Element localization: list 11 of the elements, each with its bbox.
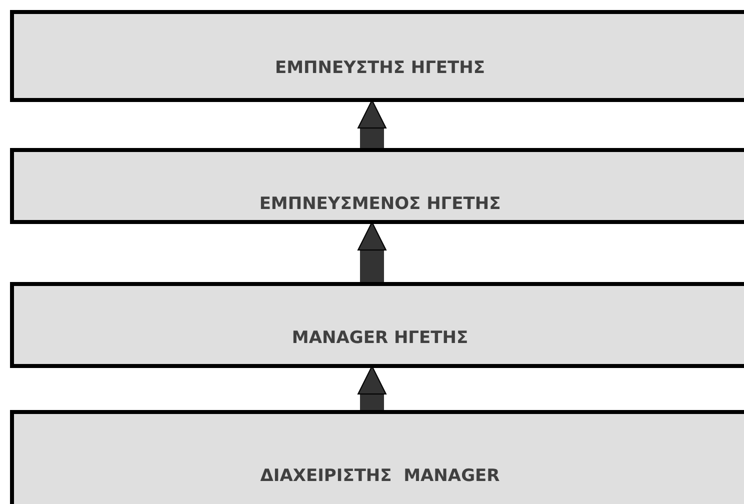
level-label: ΕΜΠΝΕΥΣΜΕΝΟΣ ΗΓΕΤΗΣ: [259, 194, 501, 214]
block-arrow: [358, 222, 386, 282]
level-label: MANAGER ΗΓΕΤΗΣ: [292, 328, 468, 348]
level-box: [10, 282, 744, 368]
level-box: [10, 410, 744, 504]
level-box: [10, 10, 744, 102]
block-arrow: [358, 100, 386, 148]
level-label: ΕΜΠΝΕΥΣΤΗΣ ΗΓΕΤΗΣ: [275, 58, 485, 78]
level-label: ΔΙΑΧΕΙΡΙΣΤΗΣ MANAGER: [260, 466, 500, 486]
block-arrow: [358, 366, 386, 410]
level-box: [10, 148, 744, 224]
